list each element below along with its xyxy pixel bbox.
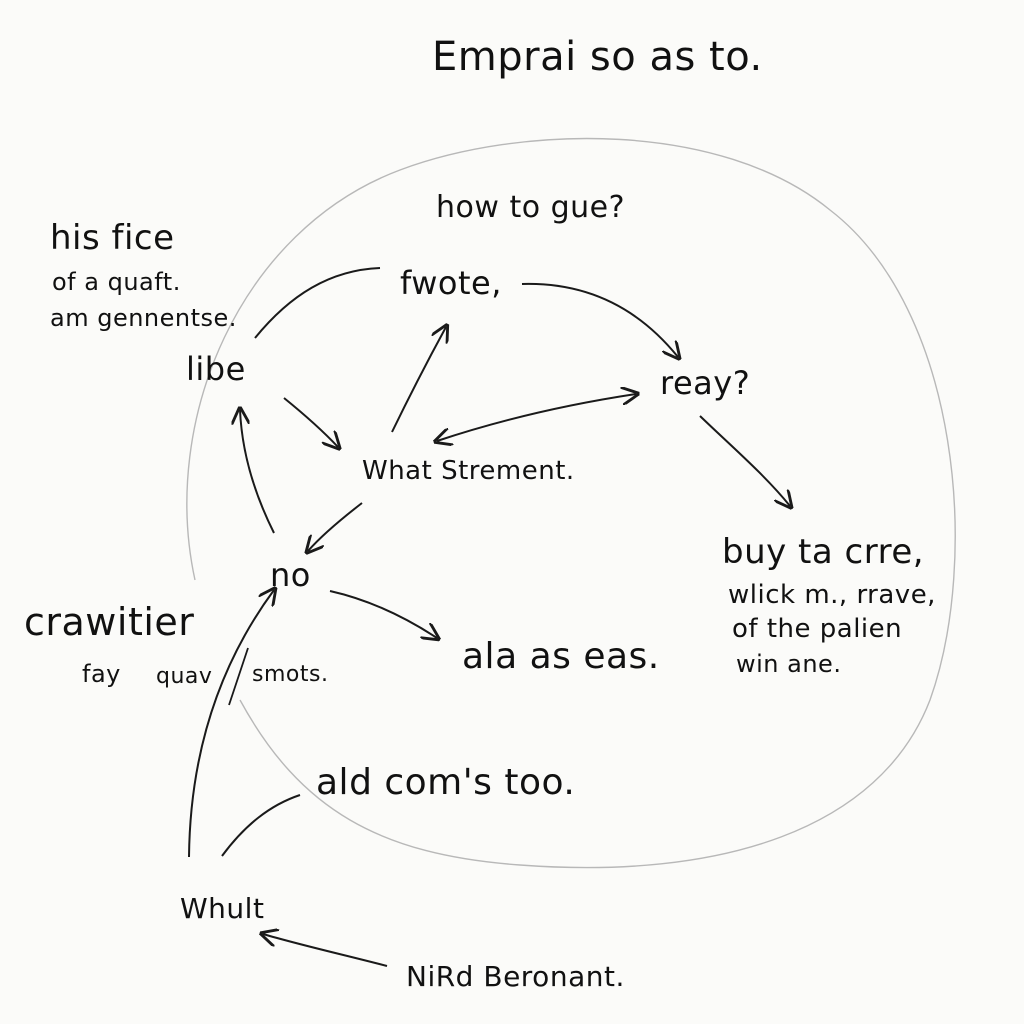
- note-right-line-4: win ane.: [736, 650, 842, 678]
- node-how-to-gue: how to gue?: [436, 190, 626, 225]
- note-left-line-1: his fice: [50, 218, 175, 258]
- slash-mark: [228, 647, 249, 706]
- diagram-title: Emprai so as to.: [432, 34, 763, 80]
- note-left-line-3: am gennentse.: [50, 304, 237, 332]
- node-whult: Whult: [180, 892, 265, 925]
- edge-fwote-reay: [521, 282, 678, 357]
- node-reay: reay?: [660, 364, 751, 402]
- node-ald-coms-too: ald com's too.: [316, 762, 576, 803]
- note-smots: smots.: [252, 662, 329, 687]
- edge-what-fwote: [391, 327, 446, 433]
- note-right-line-3: of the palien: [732, 614, 903, 644]
- note-fay: fay: [82, 660, 121, 688]
- edge-reay-what: [437, 394, 636, 441]
- edge-nird-whult: [263, 934, 388, 967]
- node-libe: libe: [186, 350, 246, 388]
- edge-no-libe: [240, 410, 275, 534]
- edge-whult-ald: [221, 794, 301, 857]
- node-fwote: fwote,: [400, 264, 502, 302]
- node-what-strement: What Strement.: [362, 456, 575, 486]
- node-crawitier: crawitier: [24, 600, 195, 644]
- note-right-line-1: buy ta crre,: [722, 532, 925, 572]
- enclosing-loop: [186, 137, 956, 869]
- note-quav: quav: [156, 664, 213, 689]
- edge-whult-no: [188, 590, 274, 858]
- edge-libe-what: [283, 397, 338, 447]
- node-no: no: [270, 556, 311, 594]
- node-nird-beronant: NiRd Beronant.: [406, 960, 625, 993]
- edge-no-ala: [329, 590, 437, 638]
- node-ala-as-eas: ala as eas.: [462, 636, 660, 677]
- edge-libe-fwote: [254, 267, 381, 339]
- note-left-line-2: of a quaft.: [52, 268, 181, 296]
- note-right-line-2: wlick m., rrave,: [728, 580, 936, 610]
- edge-reay-buy: [699, 415, 790, 506]
- edge-what-no: [308, 502, 363, 551]
